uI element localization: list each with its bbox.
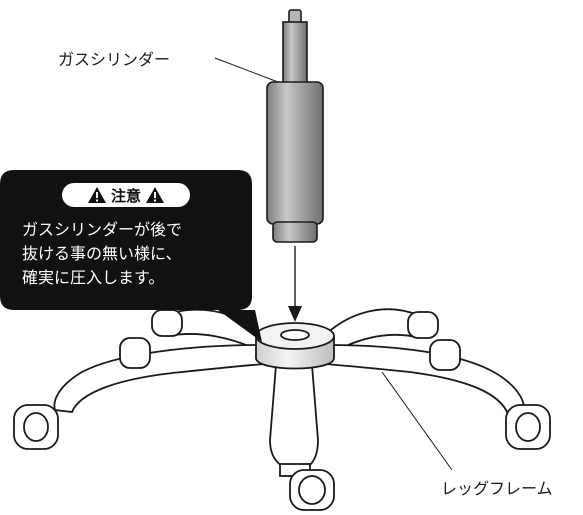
cylinder-leader-line: [214, 57, 279, 83]
leg-frame-label: レッグフレーム: [441, 479, 553, 498]
caution-title: 注意: [110, 186, 141, 205]
caution-badge: 注意: [62, 183, 190, 207]
gas-cylinder-label: ガスシリンダー: [58, 50, 171, 69]
leg-frame-leader-line: [381, 371, 453, 471]
gas-cylinder: [266, 9, 324, 243]
insertion-arrow: [288, 246, 302, 322]
caution-callout-shape: [0, 170, 262, 342]
caution-line: 抜ける事の無い様に、: [22, 244, 182, 263]
base-hub: [255, 322, 335, 370]
caution-line: 確実に圧入します。: [22, 268, 165, 287]
warning-triangle-icon: [146, 187, 164, 203]
caution-line: ガスシリンダーが後で: [22, 220, 183, 239]
caution-text: ガスシリンダーが後で 抜ける事の無い様に、 確実に圧入します。: [22, 218, 242, 290]
caster-wheels: [13, 337, 551, 511]
warning-triangle-icon: [87, 187, 106, 203]
